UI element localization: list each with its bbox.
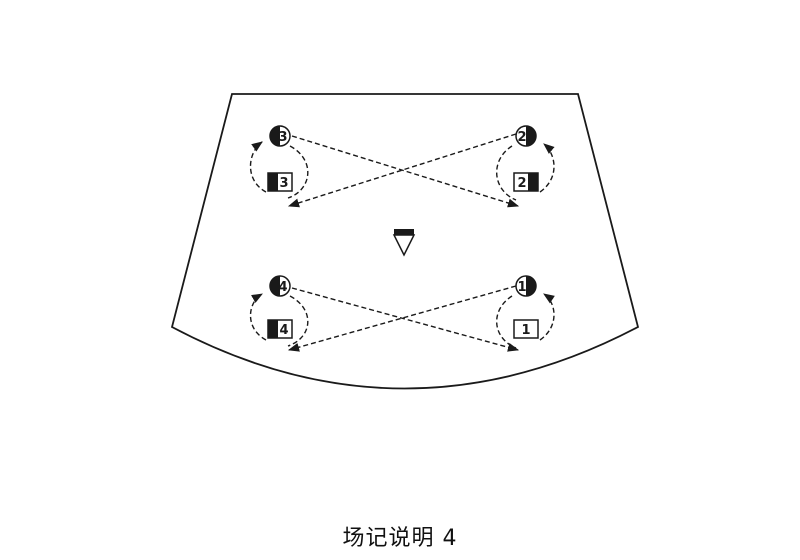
player-4: 4 <box>269 275 291 297</box>
run-arrow <box>539 143 555 193</box>
run-arrow <box>287 295 309 347</box>
svg-text:4: 4 <box>278 280 287 295</box>
run-arrow <box>496 145 517 201</box>
svg-text:3: 3 <box>278 130 287 145</box>
pass-line <box>291 135 520 208</box>
run-arrow <box>249 293 267 341</box>
run-arrow <box>287 145 309 199</box>
svg-text:2: 2 <box>517 176 526 191</box>
svg-text:1: 1 <box>521 323 530 338</box>
svg-text:3: 3 <box>279 176 288 191</box>
pass-line <box>291 287 520 352</box>
cone-4: 4 <box>267 319 293 339</box>
cone-2: 2 <box>513 172 539 192</box>
player-2: 2 <box>515 125 537 147</box>
player-1: 1 <box>515 275 537 297</box>
player-3: 3 <box>269 125 291 147</box>
run-arrow <box>496 295 517 349</box>
diagram-caption: 场记说明 4 <box>342 526 458 551</box>
pass-line <box>287 285 517 352</box>
cone-3: 3 <box>267 172 293 192</box>
svg-text:4: 4 <box>279 323 288 338</box>
svg-text:1: 1 <box>517 280 526 295</box>
run-arrow <box>249 141 267 193</box>
run-arrow <box>539 293 555 341</box>
cone-1: 1 <box>513 319 539 339</box>
field-boundary <box>170 93 640 390</box>
svg-text:2: 2 <box>517 130 526 145</box>
coach-triangle-icon <box>392 229 416 257</box>
